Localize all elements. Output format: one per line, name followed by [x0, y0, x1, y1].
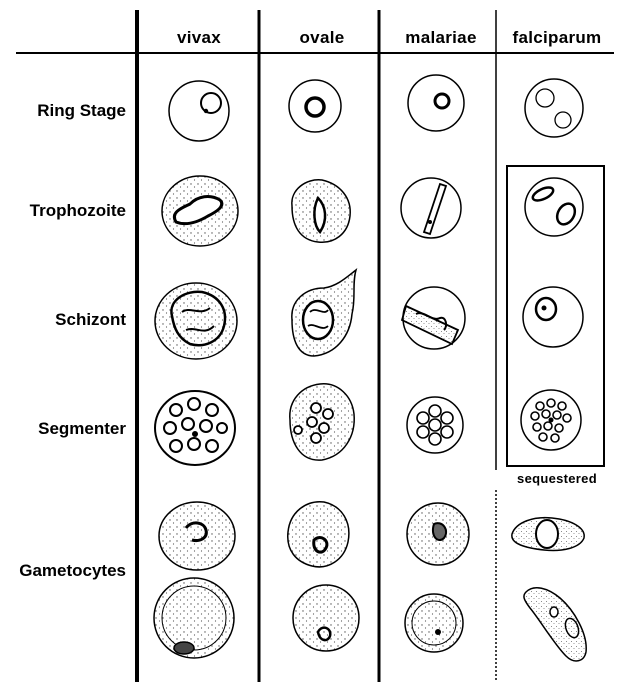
- column-header-malariae: malariae: [405, 28, 477, 47]
- cell-malariae-gametocyte-2: [404, 593, 464, 653]
- cell-vivax-ring: [168, 80, 230, 142]
- cell-falciparum-gametocyte-1: [511, 516, 585, 552]
- cell-ovale-gametocyte-2: [292, 584, 360, 652]
- cell-ovale-gametocyte-1: [287, 501, 350, 568]
- cell-falciparum-segmenter: [520, 389, 582, 451]
- row-label-schizont: Schizont: [55, 310, 126, 329]
- cell-malariae-gametocyte-1: [406, 502, 470, 566]
- cell-falciparum-ring: [524, 78, 584, 138]
- sequestered-note: sequestered: [517, 471, 597, 486]
- cell-falciparum-gametocyte-2: [523, 586, 587, 662]
- cell-ovale-schizont: [291, 268, 358, 357]
- cell-ovale-segmenter: [289, 383, 355, 461]
- cell-malariae-schizont: [400, 286, 466, 350]
- sequestered-box: [506, 165, 605, 467]
- cell-malariae-trophozoite: [400, 177, 462, 239]
- row-label-gametocytes: Gametocytes: [19, 561, 126, 580]
- column-header-ovale: ovale: [299, 28, 345, 47]
- cell-falciparum-schizont: [522, 286, 584, 348]
- row-label-trophozoite: Trophozoite: [29, 201, 126, 220]
- cell-ovale-trophozoite: [291, 179, 351, 243]
- row-label-segmenter: Segmenter: [38, 419, 126, 438]
- cell-vivax-schizont: [154, 282, 238, 360]
- column-header-falciparum: falciparum: [512, 28, 602, 47]
- cell-vivax-gametocyte-1: [158, 501, 236, 571]
- cell-vivax-gametocyte-2: [153, 577, 235, 659]
- cell-ovale-ring: [288, 79, 342, 133]
- cell-malariae-segmenter: [406, 396, 464, 454]
- cell-malariae-ring: [407, 74, 465, 132]
- cell-vivax-segmenter: [154, 390, 236, 466]
- column-header-vivax: vivax: [176, 28, 222, 47]
- row-label-ring-stage: Ring Stage: [37, 101, 126, 120]
- cell-vivax-trophozoite: [161, 175, 239, 247]
- cell-falciparum-trophozoite: [524, 177, 584, 237]
